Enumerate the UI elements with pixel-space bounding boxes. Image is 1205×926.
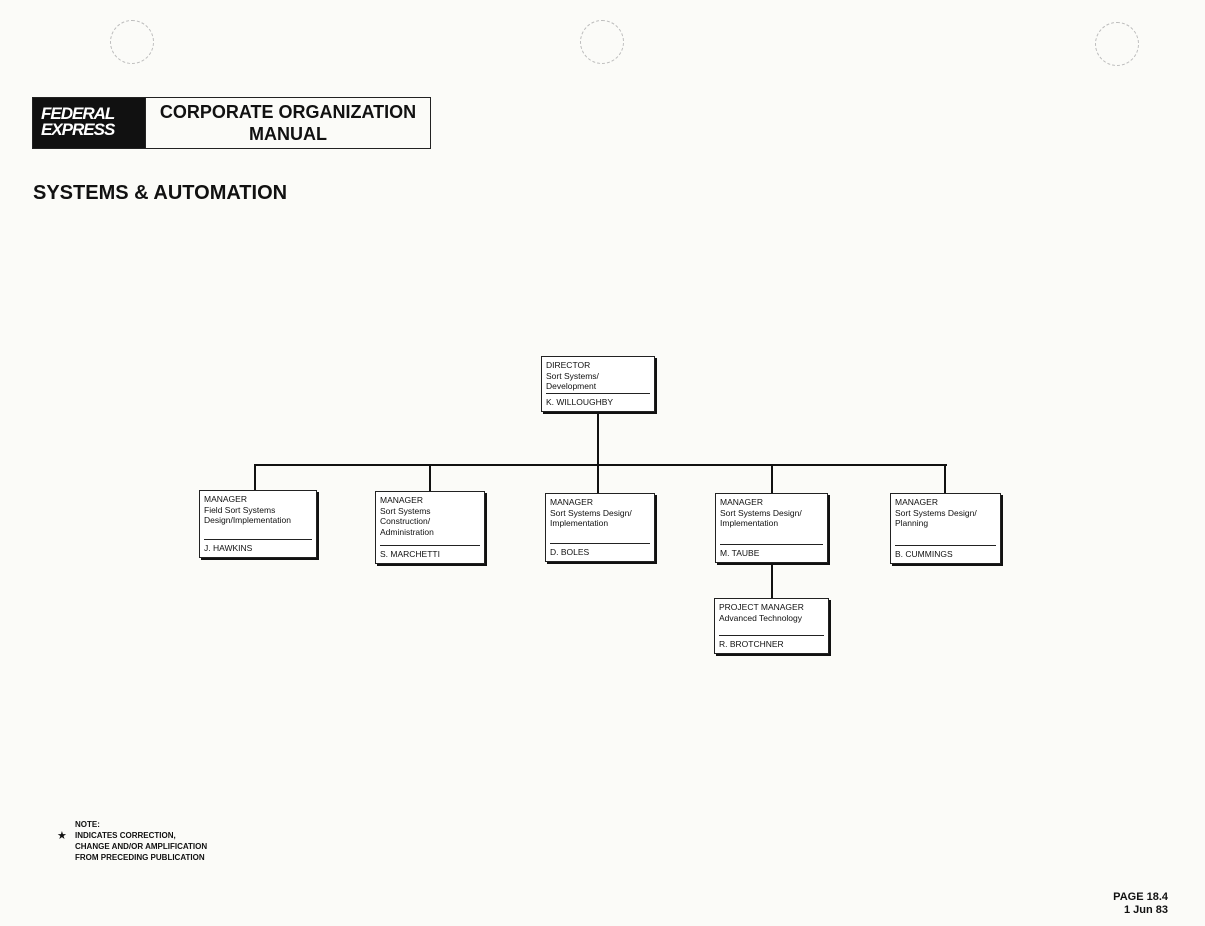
punch-hole xyxy=(1095,22,1139,66)
connector-line xyxy=(429,464,431,491)
connector-line xyxy=(771,464,773,493)
punch-hole xyxy=(580,20,624,64)
star-icon: ★ xyxy=(57,830,67,842)
punch-hole xyxy=(110,20,154,64)
page-footer: PAGE 18.4 1 Jun 83 xyxy=(1113,891,1168,917)
connector-line xyxy=(944,464,946,493)
note: NOTE:INDICATES CORRECTION,CHANGE AND/OR … xyxy=(75,820,208,862)
connector-line xyxy=(254,464,947,466)
connector-line xyxy=(771,563,773,598)
connector-line xyxy=(597,412,599,466)
section-title: SYSTEMS & AUTOMATION xyxy=(33,182,288,204)
connector-line xyxy=(254,464,256,490)
connector-line xyxy=(597,464,599,493)
page-number: PAGE 18.4 xyxy=(1113,891,1168,903)
federal-express-logo: FEDERAL EXPRESS xyxy=(33,98,145,148)
publication-date: 1 Jun 83 xyxy=(1123,904,1168,916)
